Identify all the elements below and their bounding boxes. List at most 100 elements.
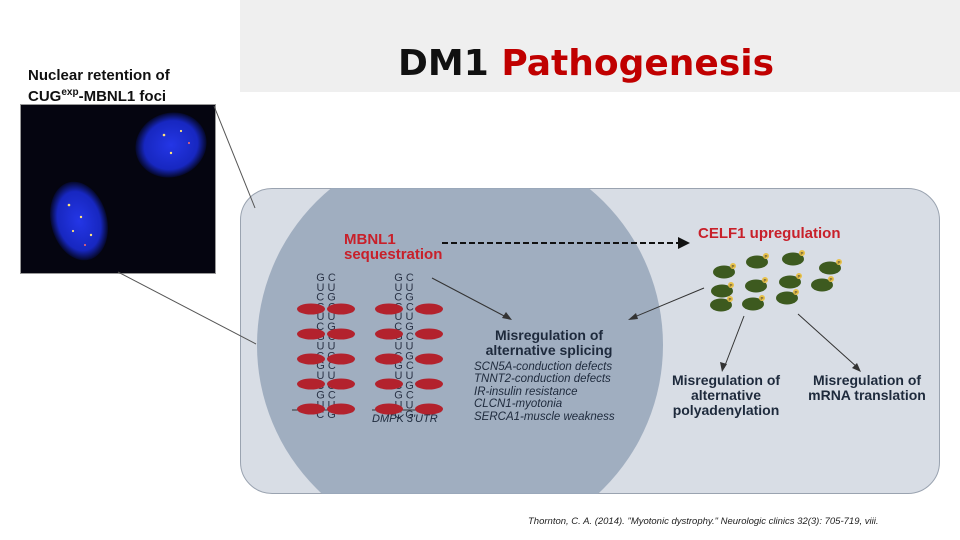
- inset-label: Nuclear retention of CUGexp-MBNL1 foci: [28, 67, 228, 105]
- mbnl1-protein: [415, 328, 443, 340]
- hairpin-base: G C: [316, 390, 336, 402]
- defect-item: SERCA1-muscle weakness: [474, 410, 615, 423]
- defect-item: TNNT2-conduction defects: [474, 373, 611, 386]
- svg-text:P: P: [764, 254, 767, 259]
- mbnl1-protein: [297, 303, 325, 315]
- hairpin-base: C G: [316, 321, 336, 333]
- hairpin-left: G CU UC GG CU UC GG CU UC GG CU UC GG CU…: [316, 272, 336, 421]
- celf1-protein: P: [711, 282, 734, 298]
- phosphate: [796, 273, 802, 279]
- celf1-protein: P: [745, 277, 768, 293]
- arrow-to-splicing: [431, 277, 509, 319]
- phosphate: [730, 263, 736, 269]
- celf1-protein: P: [746, 253, 769, 269]
- mbnl1-protein: [415, 303, 443, 315]
- phosphate: [799, 250, 805, 256]
- celf1-protein: P: [776, 289, 799, 305]
- mbnl1-label: MBNL1 sequestration: [344, 231, 443, 263]
- svg-text:P: P: [729, 283, 732, 288]
- phosphate: [828, 276, 834, 282]
- hairpin-base: U U: [317, 341, 336, 353]
- mbnl1-protein: [327, 403, 355, 415]
- title-dm1: DM1: [398, 43, 489, 84]
- phosphate: [763, 253, 769, 259]
- defect-item: SCN5A-conduction defects: [474, 361, 613, 373]
- mbnl1-protein: [375, 328, 403, 340]
- hairpin-base: G C: [316, 360, 336, 372]
- arrow-celf-to-translation: [797, 313, 859, 369]
- phosphate: [727, 296, 733, 302]
- nucleus-lower: [50, 181, 108, 261]
- phosphate: [762, 277, 768, 283]
- celf1-protein: P: [811, 276, 834, 292]
- mbnl1-protein: [375, 403, 403, 415]
- celf1-protein: P: [742, 295, 765, 311]
- svg-text:P: P: [728, 297, 731, 302]
- arrow-celf-to-polya: [723, 315, 745, 369]
- slide-title: DM1 Pathogenesis: [398, 42, 774, 86]
- mbnl1-protein: [327, 353, 355, 365]
- mbnl1-protein: [415, 378, 443, 390]
- mbnl1-protein: [327, 303, 355, 315]
- hairpin-base: U U: [317, 282, 336, 294]
- phosphate: [759, 295, 765, 301]
- hairpin-base: C G: [394, 321, 414, 333]
- zoom-line-top: [213, 105, 256, 209]
- mbnl1-protein: [375, 303, 403, 315]
- hairpin-base: U U: [395, 311, 414, 323]
- mbnl1-protein: [297, 353, 325, 365]
- mbnl1-protein: [297, 403, 325, 415]
- phosphate: [793, 289, 799, 295]
- svg-text:P: P: [800, 251, 803, 256]
- celf1-protein: P: [782, 250, 805, 266]
- mbnl1-protein: [297, 378, 325, 390]
- hairpin-base: U U: [395, 341, 414, 353]
- svg-text:P: P: [829, 277, 832, 282]
- microscopy-image: [20, 104, 216, 274]
- hairpin-base: G C: [394, 390, 414, 402]
- splicing-label: Misregulation of alternative splicing: [485, 327, 613, 358]
- svg-text:P: P: [763, 278, 766, 283]
- mbnl1-protein: [327, 328, 355, 340]
- mbnl1-protein: [375, 353, 403, 365]
- hairpin-base: U U: [317, 311, 336, 323]
- celf1-protein: P: [713, 263, 736, 279]
- hairpin-base: C G: [316, 292, 336, 304]
- citation: Thornton, C. A. (2014). "Myotonic dystro…: [528, 516, 879, 527]
- phosphate: [836, 259, 842, 265]
- title-band: [240, 0, 960, 92]
- hairpin-right: G CU UC GG CU UC GG CU UC GG CU UC GG CU…: [394, 272, 414, 421]
- title-pathogenesis: Pathogenesis: [501, 43, 775, 84]
- svg-text:P: P: [731, 264, 734, 269]
- celf1-protein: P: [710, 296, 733, 312]
- mbnl1-protein: [415, 353, 443, 365]
- translation-label: Misregulation of mRNA translation: [808, 372, 926, 403]
- defect-item: CLCN1-myotonia: [474, 398, 563, 411]
- hairpin-base: G C: [316, 272, 336, 284]
- svg-text:P: P: [794, 290, 797, 295]
- hairpin-base: U U: [395, 282, 414, 294]
- hairpin-base: U U: [395, 370, 414, 382]
- mbnl1-protein: [327, 378, 355, 390]
- mbnl1-protein: [415, 403, 443, 415]
- celf1-protein: P: [819, 259, 842, 275]
- phosphate: [728, 282, 734, 288]
- polya-label: Misregulation of alternative polyadenyla…: [671, 372, 781, 418]
- inset-label-line1: Nuclear retention of: [28, 67, 170, 84]
- defect-item: IR-insulin resistance: [474, 385, 578, 398]
- hairpin-base: G C: [394, 360, 414, 372]
- nucleus-upper: [135, 112, 207, 178]
- hairpin-base: U U: [317, 370, 336, 382]
- celf1-protein: P: [779, 273, 802, 289]
- rna-hairpins: G CU UC GG CU UC GG CU UC GG CU UC GG CU…: [297, 272, 443, 421]
- inset-label-line2: CUGexp-MBNL1 foci: [28, 87, 167, 105]
- defects-list: SCN5A-conduction defects TNNT2-conductio…: [474, 361, 615, 423]
- zoom-line-bottom: [117, 271, 257, 345]
- hairpin-base: C G: [394, 292, 414, 304]
- hairpin-base: G C: [394, 272, 414, 284]
- celf1-proteins: P P P P P P P P P P P: [710, 250, 842, 312]
- arrow-celf-to-splicing: [631, 287, 705, 319]
- svg-text:P: P: [797, 274, 800, 279]
- svg-text:P: P: [837, 260, 840, 265]
